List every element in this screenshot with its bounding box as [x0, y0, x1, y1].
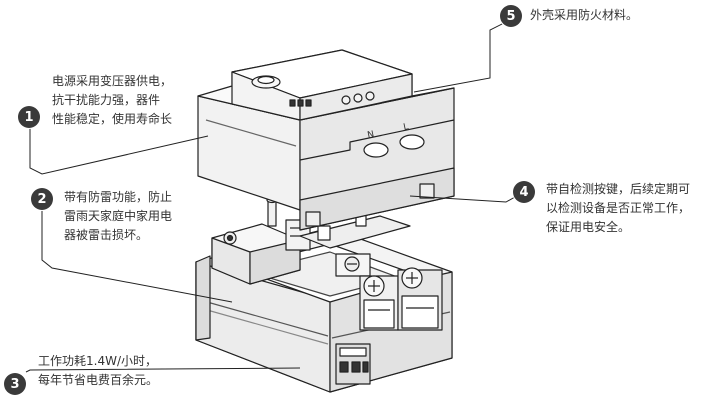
callout-badge-5: 5	[500, 5, 522, 27]
callout-text-4: 带自检测按键，后续定期可 以检测设备是否正常工作， 保证用电安全。	[546, 182, 691, 234]
internal-components	[211, 196, 443, 331]
leader-line-1	[29, 120, 209, 175]
callout-text-2: 带有防雷功能，防止 雷雨天家庭中家用电 器被雷击损坏。	[64, 190, 173, 242]
leader-line-5	[413, 19, 511, 93]
leader-line-2	[41, 210, 233, 303]
leader-line-3	[25, 367, 301, 373]
callout-badge-4: 4	[513, 181, 535, 203]
callout-badge-3: 3	[4, 373, 26, 395]
terminal-label-l: L	[403, 122, 410, 133]
upper-cover	[197, 49, 455, 231]
callout-text-5: 外壳采用防火材料。	[530, 8, 639, 22]
callout-badge-2: 2	[31, 188, 53, 210]
terminal-label-n: N	[367, 130, 376, 141]
callout-text-3: 工作功耗1.4W/小时， 每年节省电费百余元。	[38, 354, 159, 387]
callout-badge-1: 1	[18, 106, 40, 128]
callout-text-1: 电源采用变压器供电， 抗干扰能力强，器件 性能稳定，使用寿命长	[52, 74, 173, 126]
